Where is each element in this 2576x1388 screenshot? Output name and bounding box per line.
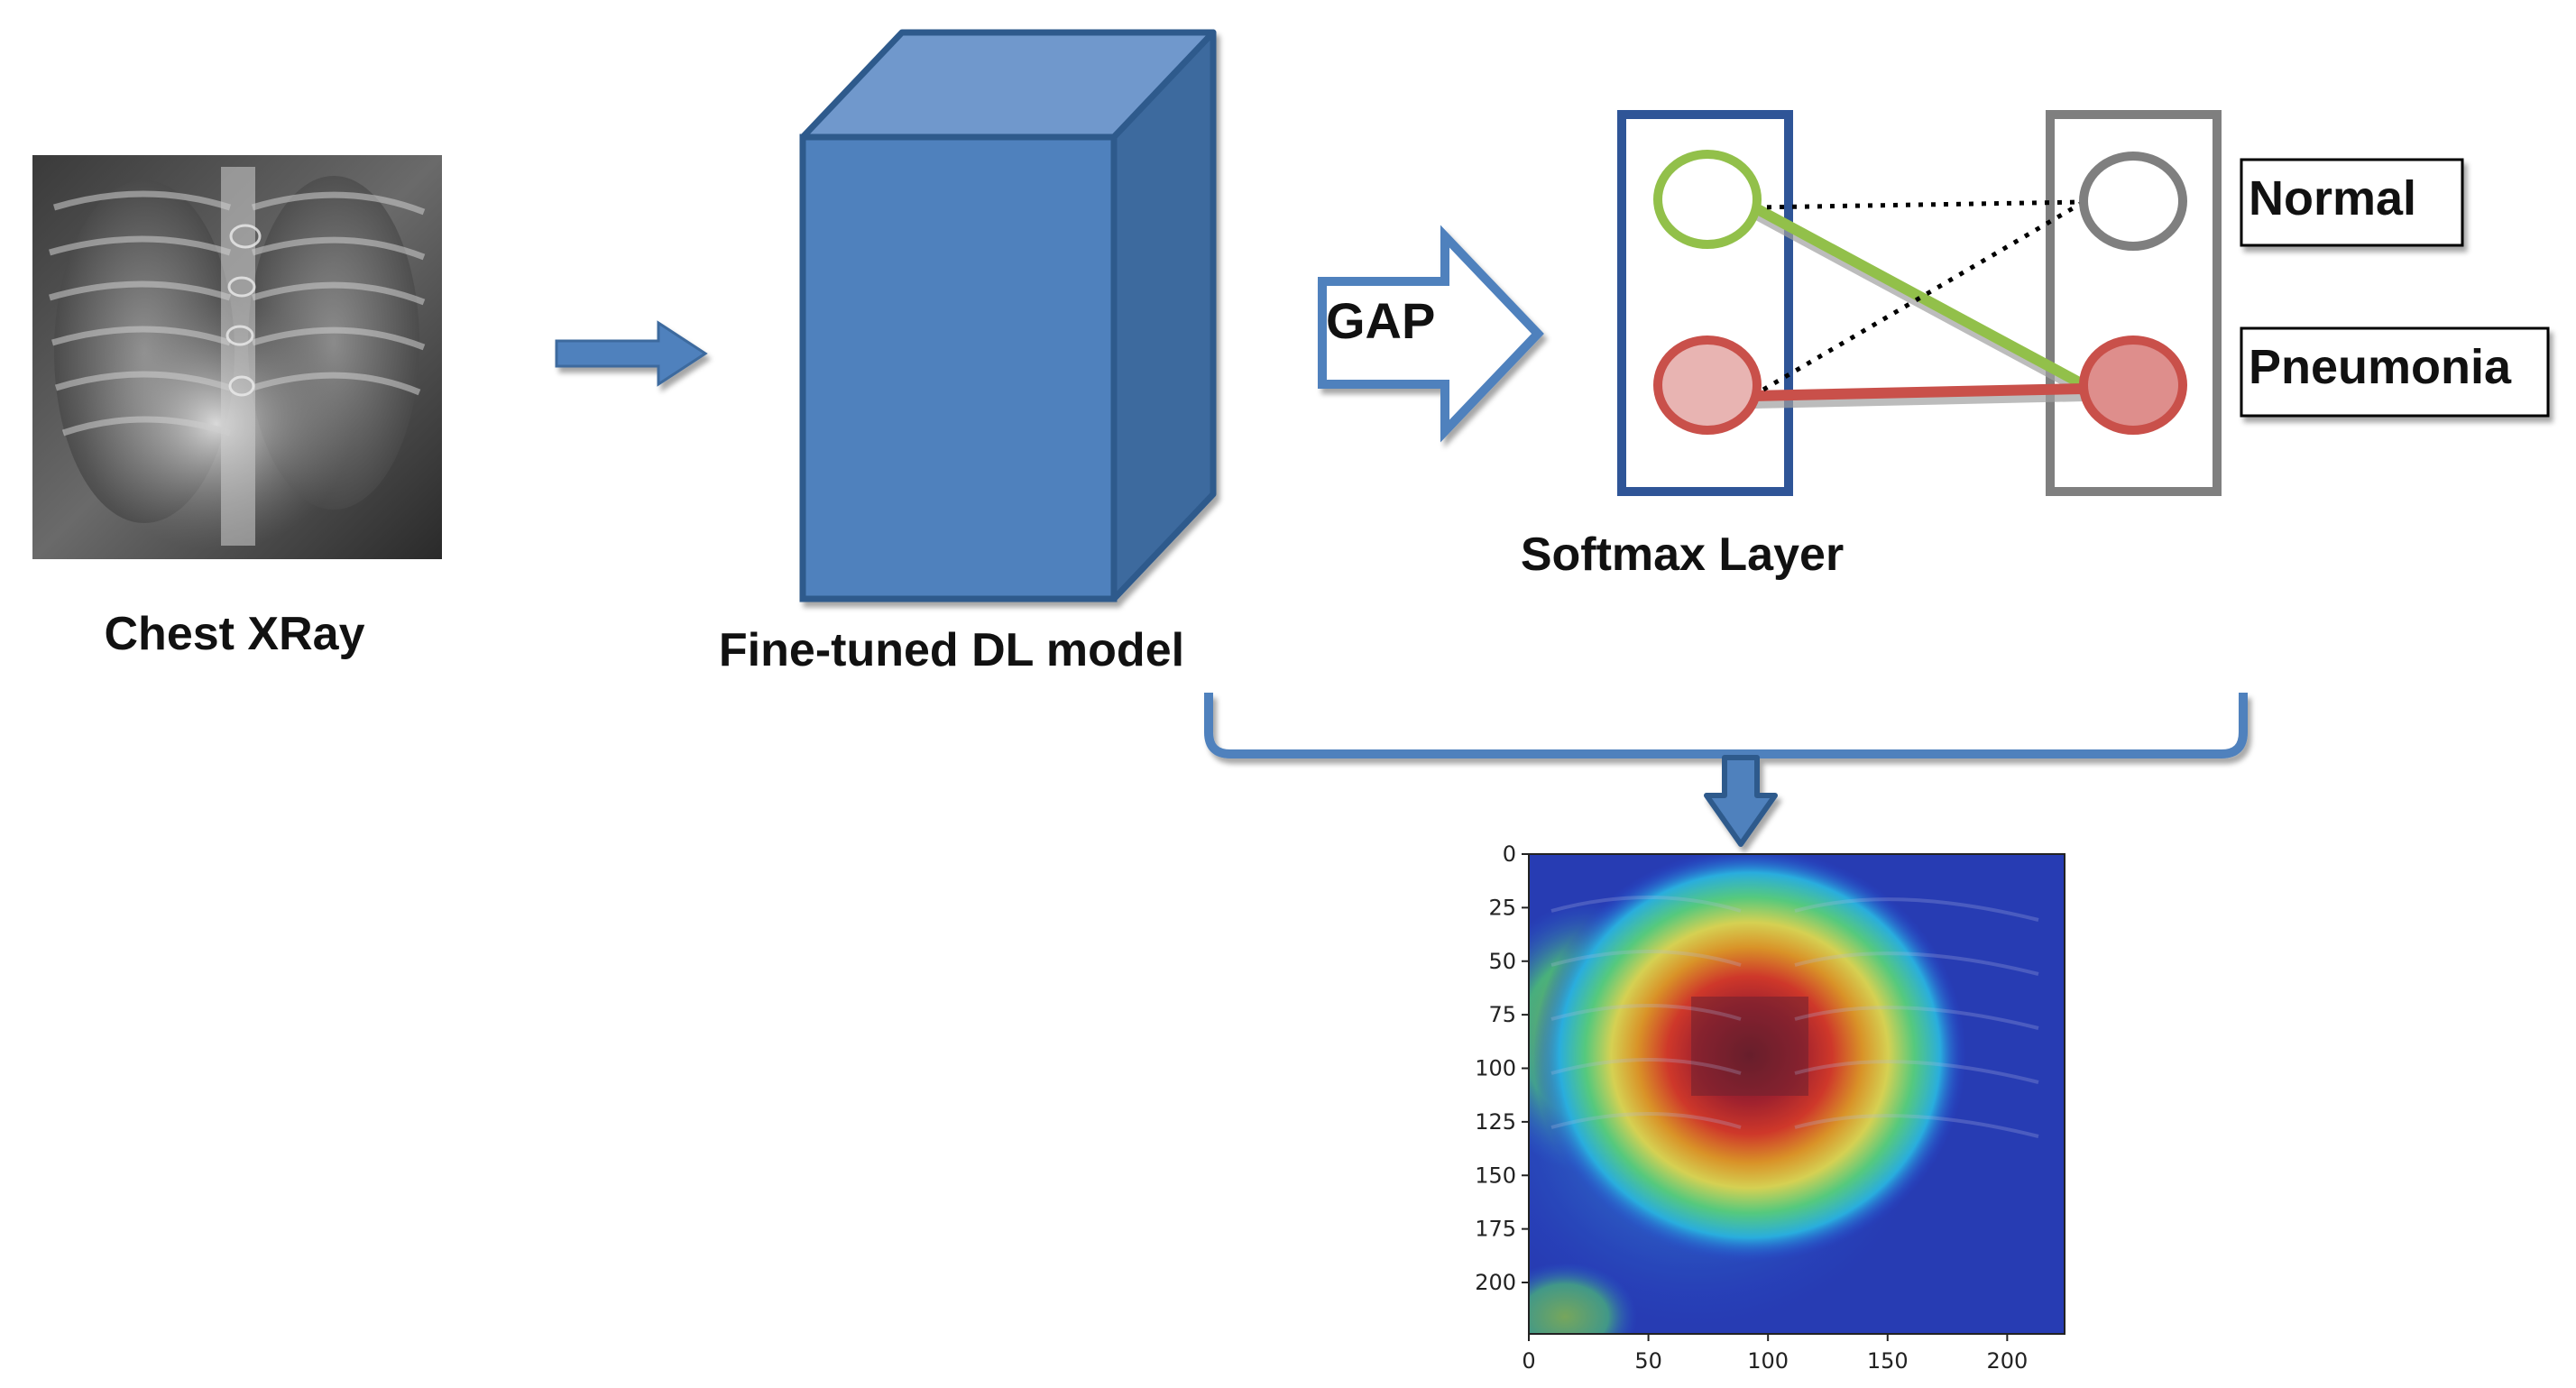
heatmap-y-axis: 0 25 50 75 100 125 150 175 200	[1475, 841, 1529, 1295]
chest-xray-image	[32, 155, 442, 559]
weight-line-dotted	[1753, 199, 2084, 210]
y-tick-label: 25	[1488, 895, 1516, 920]
y-tick-label: 50	[1488, 949, 1516, 974]
y-tick-label: 125	[1475, 1109, 1516, 1135]
gap-label: GAP	[1326, 292, 1435, 349]
weight-line-green	[1752, 202, 2084, 389]
class-label-pneumonia: Pneumonia	[2240, 326, 2550, 418]
feature-node-box	[1617, 110, 1793, 496]
x-tick-label: 150	[1867, 1348, 1909, 1374]
model-label: Fine-tuned DL model	[719, 624, 1184, 676]
softmax-layer	[1617, 110, 2222, 496]
softmax-label: Softmax Layer	[1521, 529, 1844, 581]
x-tick-label: 200	[1986, 1348, 2028, 1374]
output-node-box	[2046, 110, 2222, 496]
x-tick-label: 50	[1634, 1348, 1662, 1374]
x-tick-label: 100	[1747, 1348, 1789, 1374]
feature-node-red	[1653, 336, 1762, 435]
class-normal-text: Normal	[2249, 171, 2416, 225]
heatmap-x-axis: 0 50 100 150 200	[1522, 1334, 2028, 1374]
weight-line-dotted	[1751, 199, 2085, 399]
gap-arrow	[1318, 225, 1544, 443]
weight-line-red	[1753, 389, 2086, 409]
dl-model-block	[799, 29, 1217, 602]
cam-heatmap: 0 25 50 75 100 125 150 175 200 0 50 100 150 200	[1475, 841, 2065, 1374]
output-node-pneumonia	[2079, 336, 2187, 435]
merge-bracket	[1204, 693, 2248, 847]
y-tick-label: 100	[1475, 1056, 1516, 1081]
y-tick-label: 75	[1488, 1002, 1516, 1027]
y-tick-label: 0	[1503, 841, 1516, 867]
y-tick-label: 200	[1475, 1270, 1516, 1295]
y-tick-label: 175	[1475, 1217, 1516, 1242]
class-label-normal: Normal	[2240, 158, 2464, 247]
input-label: Chest XRay	[105, 608, 365, 660]
output-node-normal	[2079, 152, 2187, 251]
x-tick-label: 0	[1522, 1348, 1535, 1374]
arrow-to-model	[555, 320, 708, 387]
y-tick-label: 150	[1475, 1163, 1516, 1188]
class-pneumonia-text: Pneumonia	[2249, 340, 2512, 394]
weight-line-red	[1752, 383, 2084, 401]
feature-node-green	[1653, 150, 1762, 249]
